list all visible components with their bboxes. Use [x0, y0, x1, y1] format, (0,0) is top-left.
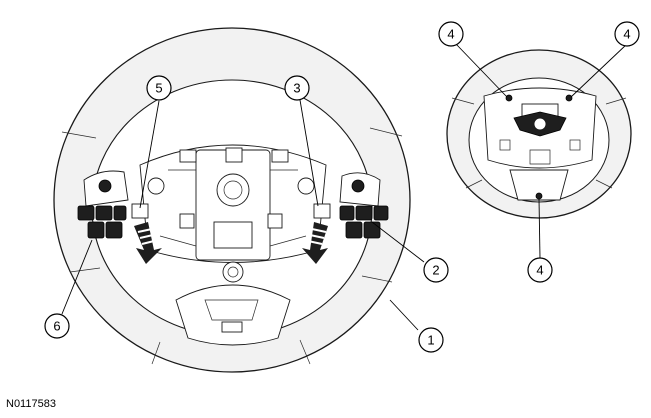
callout-4b-label: 4: [623, 27, 630, 42]
callout-3-label: 3: [293, 81, 300, 96]
right-switch-pack: [313, 172, 389, 239]
callout-3: 3: [284, 75, 310, 101]
figure-id: N0117583: [6, 398, 56, 410]
callout-5: 5: [146, 75, 172, 101]
callout-4-top-left: 4: [438, 21, 464, 47]
callout-1: 1: [418, 327, 444, 353]
callout-4-bottom: 4: [527, 257, 553, 283]
callout-4-top-right: 4: [614, 21, 640, 47]
callout-5-label: 5: [155, 81, 162, 96]
left-removal-arrow: [134, 222, 162, 264]
left-switch-pack: [77, 170, 149, 239]
callout-4c-label: 4: [536, 263, 543, 278]
callout-1-label: 1: [427, 333, 434, 348]
leader-lines: [61, 43, 628, 331]
callout-2: 2: [423, 257, 449, 283]
rear-steering-wheel: [446, 49, 632, 219]
right-removal-arrow: [302, 222, 328, 264]
callout-6-label: 6: [53, 319, 60, 334]
callout-6: 6: [44, 313, 70, 339]
callout-4a-label: 4: [447, 27, 454, 42]
main-steering-wheel: [53, 27, 411, 373]
callout-2-label: 2: [432, 263, 439, 278]
